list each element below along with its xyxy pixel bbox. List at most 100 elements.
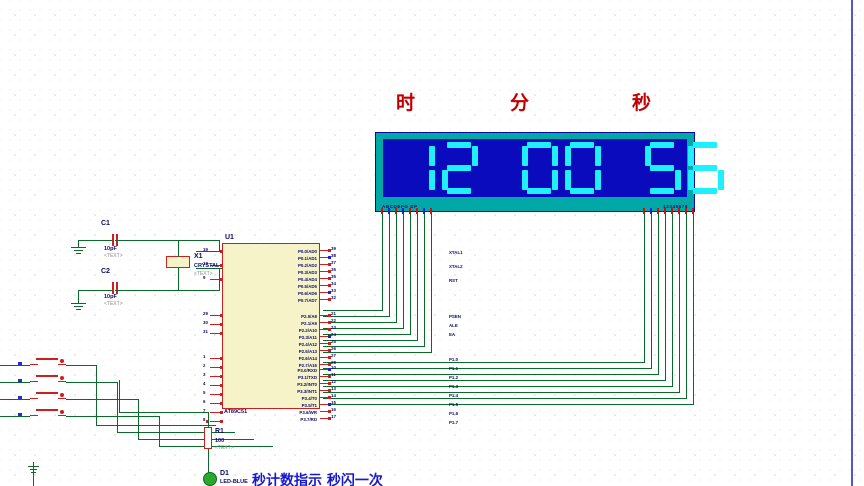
push-button-1[interactable] — [18, 358, 68, 370]
mcu-lead-9-node — [220, 278, 223, 281]
digit-pin-1[interactable] — [650, 208, 652, 214]
segment-pin-2[interactable] — [395, 208, 397, 214]
mcu-lead-10 — [320, 369, 330, 370]
c1-value: 10pF — [104, 246, 117, 252]
push-button-3[interactable] — [18, 392, 68, 404]
mcu-pinnum-37: 37 — [331, 260, 336, 265]
mcu-pinnum-16: 16 — [331, 407, 336, 412]
mcu-pin-label-P26A14: P2.6/A14 — [298, 356, 317, 361]
seven-segment-display[interactable]: ABCDEFG DP 12345678 — [375, 132, 724, 212]
seven-seg-digit — [643, 142, 683, 194]
segment-d — [404, 188, 428, 194]
resistor-r1[interactable] — [204, 427, 212, 449]
mcu-pinnum-1: 1 — [203, 354, 206, 359]
segment-b — [512, 146, 518, 166]
segment-a — [404, 142, 428, 148]
push-button-4[interactable] — [18, 409, 68, 421]
mcu-lead-35-node — [328, 277, 331, 280]
segment-f — [399, 146, 405, 166]
button-terminal — [18, 362, 22, 366]
segment-pin-7[interactable] — [430, 208, 432, 214]
mcu-pin-label-RST: RST — [449, 278, 458, 283]
led-d1[interactable] — [203, 472, 217, 486]
push-button-2[interactable] — [18, 375, 68, 387]
mcu-lead-34 — [320, 285, 330, 286]
mcu-lead-27 — [320, 357, 330, 358]
mcu-pinnum-25: 25 — [331, 339, 336, 344]
mcu-lead-14 — [320, 397, 330, 398]
mcu-pin-label-P34T0: P3.4/T0 — [301, 396, 317, 401]
mcu-pinnum-6: 6 — [203, 399, 206, 404]
c1-reference: C1 — [101, 220, 110, 227]
mcu-lead-8 — [210, 421, 222, 422]
d1-reference: D1 — [220, 470, 229, 477]
mcu-pinnum-24: 24 — [331, 332, 336, 337]
mcu-lead-39 — [320, 250, 330, 251]
digit-pin-3[interactable] — [664, 208, 666, 214]
digit-wire-v-3 — [665, 214, 666, 380]
r1-reference: R1 — [215, 428, 224, 435]
button-wire-h2-4 — [159, 446, 273, 447]
mcu-lead-5-node — [220, 393, 223, 396]
segment-c — [635, 170, 641, 190]
mcu-lead-3 — [210, 376, 222, 377]
mcu-lead-32 — [320, 299, 330, 300]
segment-c — [552, 170, 558, 190]
mcu-pinnum-18: 18 — [203, 261, 208, 266]
button-wire-left-3 — [0, 399, 30, 400]
capacitor-c2[interactable] — [110, 282, 120, 294]
mcu-pin-label-P36WR: P3.6/WR — [299, 410, 317, 415]
button-wire-left-2 — [0, 382, 30, 383]
segment-g — [610, 165, 634, 171]
mcu-pinnum-31: 31 — [203, 329, 208, 334]
mcu-lead-2-node — [220, 366, 223, 369]
digit-pin-7[interactable] — [692, 208, 694, 214]
digit-pin-6[interactable] — [685, 208, 687, 214]
digit-wire-h-7 — [323, 404, 694, 405]
mcu-pinnum-7: 7 — [203, 408, 206, 413]
segment-d — [693, 188, 717, 194]
segment-pin-3[interactable] — [402, 208, 404, 214]
seven-seg-digit — [603, 142, 643, 194]
mcu-lead-25-node — [328, 342, 331, 345]
mcu-pin-label-P07AD7: P0.7/AD7 — [297, 298, 317, 303]
button-bar — [36, 358, 58, 360]
mcu-pin-label-P05AD5: P0.5/AD5 — [297, 284, 317, 289]
segment-b — [595, 146, 601, 166]
segment-wire-v-2 — [396, 214, 397, 322]
label-hours: 时 — [396, 92, 416, 114]
segment-pin-4[interactable] — [409, 208, 411, 214]
crystal-x1[interactable] — [166, 256, 190, 268]
segment-g — [650, 165, 674, 171]
mcu-lead-10-node — [328, 368, 331, 371]
mcu-lead-2 — [210, 367, 222, 368]
display-digits — [383, 139, 724, 197]
segment-pin-1[interactable] — [388, 208, 390, 214]
segment-a — [527, 142, 551, 148]
mcu-pinnum-5: 5 — [203, 390, 206, 395]
segment-wire-v-0 — [382, 214, 383, 310]
digit-pin-5[interactable] — [678, 208, 680, 214]
segment-pin-6[interactable] — [423, 208, 425, 214]
mcu-lead-36-node — [328, 270, 331, 273]
segment-g — [404, 165, 428, 171]
segment-c — [472, 170, 478, 190]
mcu-lead-7-node — [220, 411, 223, 414]
digit-pin-0[interactable] — [643, 208, 645, 214]
mcu-pinnum-13: 13 — [331, 386, 336, 391]
segment-pin-5[interactable] — [416, 208, 418, 214]
mcu-pinnum-19: 19 — [203, 247, 208, 252]
digit-pin-2[interactable] — [657, 208, 659, 214]
mcu-lead-5 — [210, 394, 222, 395]
segment-pin-0[interactable] — [381, 208, 383, 214]
mcu-lead-27-node — [328, 356, 331, 359]
mcu-lead-7 — [210, 412, 222, 413]
mcu-pinnum-33: 33 — [331, 288, 336, 293]
digit-pin-4[interactable] — [671, 208, 673, 214]
mcu-lead-38 — [320, 257, 330, 258]
segment-f — [565, 146, 571, 166]
digit-wire-v-5 — [679, 214, 680, 392]
mcu-pinnum-10: 10 — [331, 365, 336, 370]
